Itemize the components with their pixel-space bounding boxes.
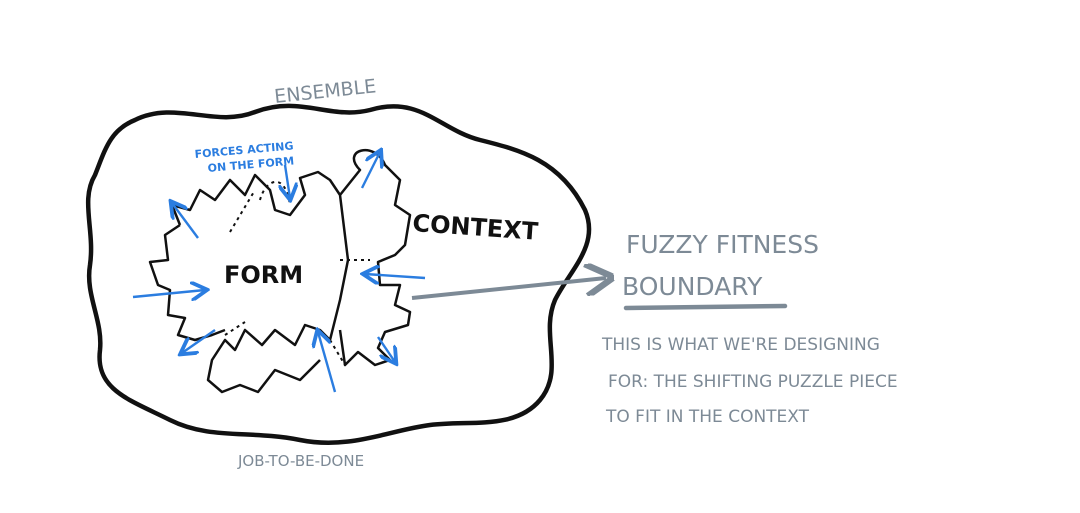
force-arrows <box>132 152 426 393</box>
force-arrow <box>360 152 380 189</box>
description-line2: for: the shifting puzzle piece <box>608 372 898 392</box>
boundary-title-line2: Boundary <box>622 272 763 301</box>
context-puzzle-piece <box>338 148 412 367</box>
ensemble-label: Ensemble <box>273 75 377 108</box>
force-arrow <box>318 332 337 393</box>
description-line1: This is what we're designing <box>601 335 880 355</box>
force-arrow <box>365 274 426 278</box>
force-arrow <box>285 164 290 198</box>
boundary-title-line1: Fuzzy Fitness <box>626 230 819 259</box>
dotted-boundary <box>224 180 370 366</box>
force-arrow <box>172 203 199 239</box>
force-arrow <box>182 329 216 353</box>
force-arrow <box>377 336 395 362</box>
force-arrow <box>132 290 205 297</box>
boundary-pointer-arrow <box>411 278 606 300</box>
form-label: Form <box>224 261 303 289</box>
ensemble-boundary <box>85 103 592 445</box>
job-to-be-done-label: Job-to-be-Done <box>237 452 364 470</box>
context-label: Context <box>412 209 540 246</box>
boundary-underline <box>623 303 788 311</box>
description-line3: to fit in the Context <box>605 407 810 427</box>
